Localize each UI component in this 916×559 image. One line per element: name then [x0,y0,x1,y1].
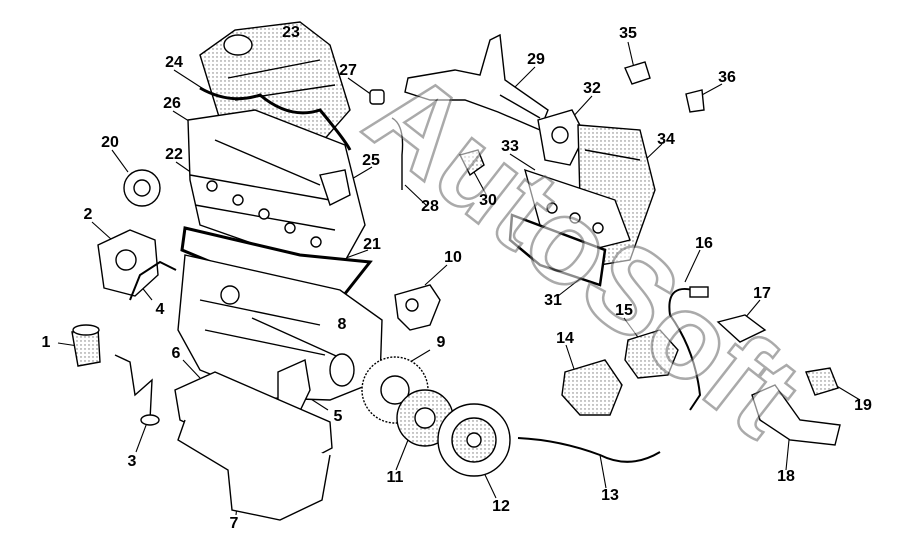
callout-13: 13 [601,487,619,504]
callout-12: 12 [492,498,510,515]
callout-30: 30 [479,192,497,209]
sensor [458,149,485,177]
callout-22: 22 [165,146,183,163]
water-pump [123,169,161,207]
callout-33: 33 [501,138,519,155]
callout-27: 27 [339,62,357,79]
callout-32: 32 [583,80,601,97]
callout-23: 23 [282,24,300,41]
wiring-cable [517,437,661,463]
callout-31: 31 [544,292,562,309]
callout-34: 34 [657,131,675,148]
callout-6: 6 [171,345,181,362]
crankshaft [251,317,355,387]
sensor [624,61,651,85]
callout-26: 26 [163,95,181,112]
callout-5: 5 [333,408,343,425]
callout-2: 2 [83,206,93,223]
callout-21: 21 [363,236,381,253]
rubber-mount [805,367,839,396]
callout-25: 25 [362,152,380,169]
callout-15: 15 [615,302,633,319]
sensor-cable [668,287,702,411]
callout-7: 7 [229,515,239,532]
callout-9: 9 [436,334,446,351]
mount-bracket [716,314,767,343]
callout-35: 35 [619,25,637,42]
callout-36: 36 [718,69,736,86]
engine-mount-arm [751,384,841,446]
callout-17: 17 [753,285,771,302]
callout-14: 14 [556,330,574,347]
callout-28: 28 [421,198,439,215]
manifold-gasket [508,213,607,287]
callout-3: 3 [127,453,137,470]
oil-filter [71,324,101,367]
pressure-plate [437,403,511,477]
engine-bracket [319,169,351,206]
starter-motor [561,359,623,416]
valve-cover-gasket [199,86,352,151]
callout-1: 1 [41,334,51,351]
callout-4: 4 [155,301,165,318]
callout-18: 18 [777,468,795,485]
callout-16: 16 [695,235,713,252]
oil-pickup-tube [114,354,160,426]
oil-pan [174,371,333,521]
air-intake-pipe [404,33,549,131]
callout-19: 19 [854,397,872,414]
callout-29: 29 [527,51,545,68]
oil-return-pipe [129,260,177,301]
throttle-body [537,109,586,166]
sensor-plug [689,286,709,298]
alternator [624,329,679,379]
callout-24: 24 [165,54,183,71]
callout-11: 11 [386,469,404,486]
coolant-hose [369,89,404,190]
callout-8: 8 [337,316,347,333]
sensor [685,89,705,113]
thermostat-housing [394,284,441,331]
oil-pump [97,229,159,297]
callout-10: 10 [444,249,462,266]
callout-20: 20 [101,134,119,151]
